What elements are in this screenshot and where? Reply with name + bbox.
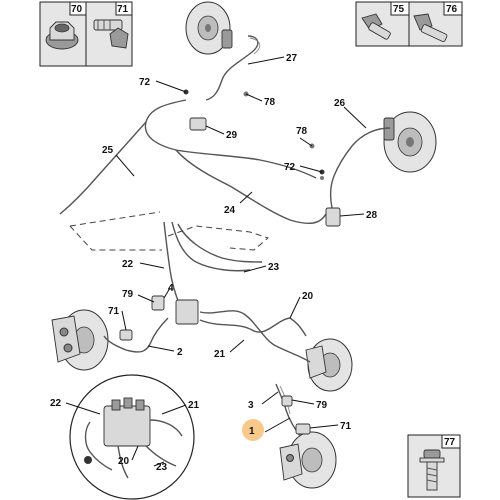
- clip-71-lower-icon: [295, 423, 311, 435]
- clip-79-icon: [281, 395, 293, 407]
- callout-71-front-left: 71: [108, 306, 120, 317]
- clip-71-front-icon: [119, 329, 133, 341]
- highlight-marker: [242, 419, 264, 441]
- callout-22-inset: 22: [50, 398, 62, 409]
- pipe-clips: [119, 89, 341, 435]
- bolt-75-icon: [361, 13, 391, 40]
- callout-24: 24: [224, 205, 236, 216]
- brake-pipes: [59, 35, 391, 437]
- front-right-lower-brake-icon: [279, 431, 337, 489]
- abs-detail-inset: [69, 374, 195, 500]
- part-number-71: 71: [117, 4, 129, 15]
- parts-box-70-71: 70 71: [39, 1, 133, 67]
- front-left-brake-icon: [51, 309, 109, 371]
- part-number-75: 75: [393, 4, 405, 15]
- abs-modulator-icon: [103, 405, 151, 447]
- callout-2: 2: [177, 347, 183, 358]
- callout-23-inset: 23: [156, 462, 168, 473]
- callout-26: 26: [334, 98, 346, 109]
- abs-unit-icon: [175, 299, 199, 325]
- callout-28: 28: [366, 210, 378, 221]
- rear-left-disc-icon: [185, 1, 233, 55]
- callout-3: 3: [248, 400, 254, 411]
- part-number-70: 70: [71, 4, 83, 15]
- callout-72-rear-left: 72: [139, 77, 151, 88]
- callout-71-front-right: 71: [340, 421, 352, 432]
- callout-79-front-right: 79: [316, 400, 328, 411]
- clip-29-icon: [189, 117, 207, 131]
- callout-29: 29: [226, 130, 238, 141]
- parts-box-77: 77: [407, 434, 461, 498]
- flange-nut-icon: [45, 21, 79, 50]
- parts-box-75-76: 75 76: [355, 1, 463, 47]
- callout-78-rear-left: 78: [264, 97, 276, 108]
- callout-78-rear-right: 78: [296, 126, 308, 137]
- bolt-icon: [93, 19, 129, 49]
- clip-4-icon: [151, 295, 165, 311]
- callout-21-inset: 21: [188, 400, 200, 411]
- callout-23: 23: [268, 262, 280, 273]
- bolt-76-icon: [413, 13, 448, 43]
- callout-20-inset: 20: [118, 456, 130, 467]
- callout-4: 4: [168, 283, 174, 294]
- callout-20: 20: [302, 291, 314, 302]
- callout-21: 21: [214, 349, 226, 360]
- rear-right-disc-icon: [383, 111, 437, 173]
- callout-22: 22: [122, 259, 134, 270]
- part-number-76: 76: [446, 4, 458, 15]
- callout-27: 27: [286, 53, 298, 64]
- bolt-77-icon: [419, 449, 445, 491]
- callout-25: 25: [102, 145, 114, 156]
- callout-72-rear-right: 72: [284, 162, 296, 173]
- front-right-brake-icon: [305, 338, 353, 392]
- callout-leaders: [65, 56, 367, 467]
- part-number-77: 77: [444, 437, 456, 448]
- callout-79-front-left: 79: [122, 289, 134, 300]
- callout-1: 1: [249, 426, 255, 437]
- vehicle-outline-dashed: [69, 211, 269, 251]
- clip-28-icon: [325, 207, 341, 227]
- callout-labels: 27 72 78 29 26 25 78 72 24 28 22 23 79 4…: [50, 53, 378, 473]
